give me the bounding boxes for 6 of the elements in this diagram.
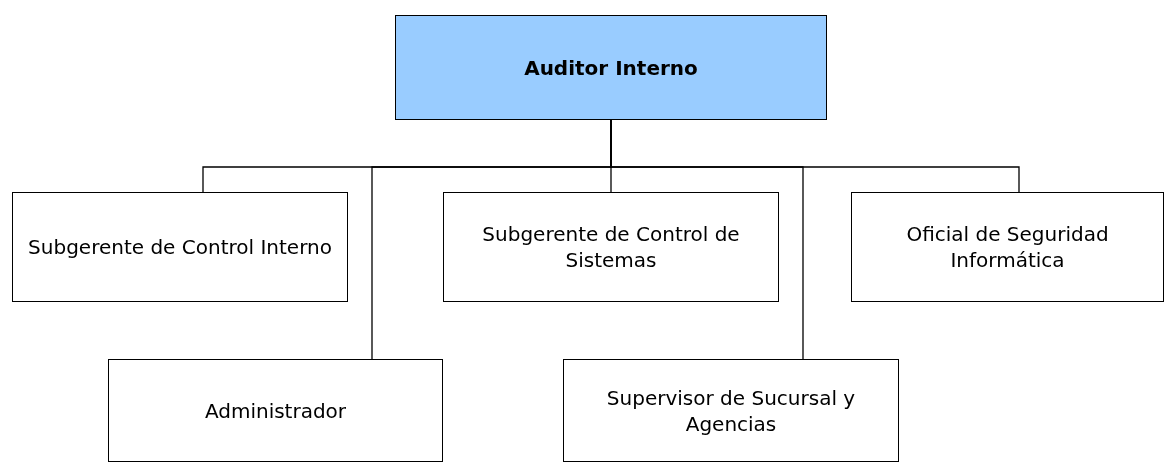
position-box: Administrador xyxy=(108,359,443,462)
position-box: Subgerente de Control de Sistemas xyxy=(443,192,779,302)
head-box: Auditor Interno xyxy=(395,15,827,120)
position-box: Subgerente de Control Interno xyxy=(12,192,348,302)
position-box: Oficial de Seguridad Informática xyxy=(851,192,1164,302)
position-box: Supervisor de Sucursal y Agencias xyxy=(563,359,899,462)
